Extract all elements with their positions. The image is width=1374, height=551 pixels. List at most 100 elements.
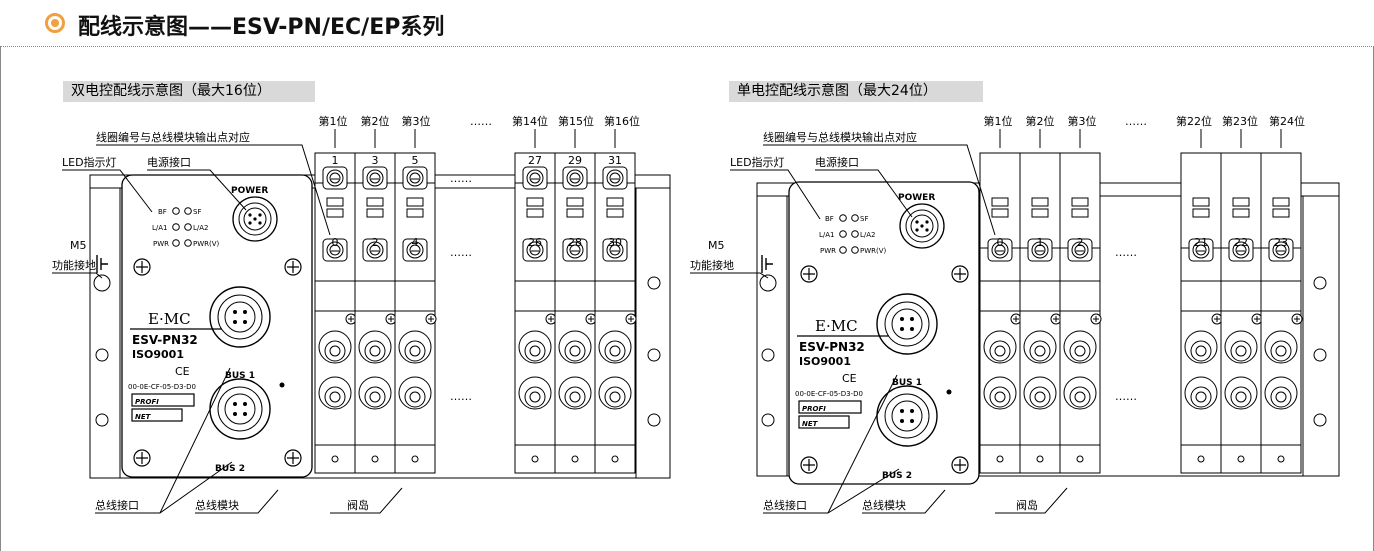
page-header: 配线示意图——ESV-PN/EC/EP系列: [0, 0, 1374, 47]
right-num-23: 22: [1234, 236, 1248, 249]
right-valve-2: [1019, 152, 1062, 474]
header-divider: [0, 46, 1374, 47]
right-power-label: POWER: [898, 193, 935, 203]
left-ellipsis-1: ……: [450, 172, 472, 185]
left-ellipsis-3: ……: [450, 390, 472, 403]
right-valve-island-leader: [995, 487, 1068, 514]
left-bracket: [89, 187, 121, 479]
right-pos-arrows: [999, 129, 1282, 148]
left-ce: CE: [175, 365, 190, 378]
left-net: NET: [135, 413, 152, 421]
left-end-plate: [635, 187, 671, 479]
left-ground-leader: [52, 272, 103, 279]
right-bracket: [756, 195, 788, 477]
left-iso: ISO9001: [132, 348, 184, 361]
left-bottom-num-1: 0: [332, 236, 339, 249]
right-ellipsis-top: ……: [1125, 115, 1147, 128]
left-led-pwr: PWR: [153, 240, 169, 248]
right-pos-1: 第1位: [984, 114, 1013, 128]
left-bus-module-leader: [195, 489, 279, 514]
right-net: NET: [802, 420, 819, 428]
left-bus-port-callout: 总线接口: [95, 498, 139, 512]
right-led-bf: BF: [825, 215, 834, 223]
left-section-label: 双电控配线示意图（最大16位）: [63, 81, 315, 102]
right-led-leader: [730, 169, 821, 220]
left-valve-16: [594, 152, 637, 474]
right-led-callout: LED指示灯: [730, 155, 785, 169]
left-led-bf: BF: [158, 208, 167, 216]
left-coil-leader: [96, 144, 331, 236]
right-valve-22: [1180, 152, 1223, 474]
left-ground-symbol-icon: [96, 255, 108, 273]
right-valve-island-callout: 阀岛: [1016, 498, 1038, 512]
left-model: ESV-PN32: [132, 333, 198, 347]
right-valve-3: [1059, 152, 1102, 474]
right-coil-leader: [763, 144, 996, 236]
right-brand: E·MC: [815, 317, 858, 335]
left-pos-1: 第1位: [319, 114, 348, 128]
left-ground: 功能接地: [52, 258, 96, 272]
left-valve-island-leader: [330, 487, 403, 514]
left-led-la2: L/A2: [193, 224, 209, 232]
left-bus-module-callout: 总线模块: [195, 498, 239, 512]
right-coil-mapping: 线圈编号与总线模块输出点对应: [763, 130, 917, 144]
right-bus1: BUS 1: [892, 378, 922, 388]
left-pos-arrows: [334, 129, 616, 148]
right-valve-23: [1220, 152, 1263, 474]
right-section-label: 单电控配线示意图（最大24位）: [729, 81, 983, 102]
left-top-num-2: 3: [372, 154, 379, 167]
right-mac: 00-0E-CF-05-D3-D0: [795, 390, 863, 398]
left-led-la1: L/A1: [152, 224, 168, 232]
right-model: ESV-PN32: [799, 340, 865, 354]
right-iso: ISO9001: [799, 355, 851, 368]
left-bottom-num-16: 30: [608, 236, 622, 249]
left-bottom-num-3: 4: [412, 236, 419, 249]
right-bus-module-callout: 总线模块: [862, 498, 906, 512]
left-top-num-14: 27: [528, 154, 542, 167]
left-valve-14: [514, 152, 557, 474]
left-led-pwrv: PWR(V): [193, 240, 220, 248]
right-power-leader: [815, 169, 913, 218]
left-led-leader: [62, 169, 153, 213]
left-power-leader: [147, 169, 247, 211]
right-pos-23: 第23位: [1222, 114, 1258, 128]
left-pos-16: 第16位: [604, 114, 640, 128]
right-ground-symbol-icon: [761, 255, 773, 273]
right-pos-24: 第24位: [1269, 114, 1305, 128]
right-ellipsis-1: ……: [1115, 246, 1137, 259]
left-top-num-16: 31: [608, 154, 622, 167]
left-ellipsis-2: ……: [450, 246, 472, 259]
left-led-sf: SF: [193, 208, 201, 216]
left-profi: PROFI: [135, 398, 159, 406]
right-led-la1: L/A1: [819, 231, 835, 239]
right-num-3: 2: [1077, 236, 1084, 249]
left-valve-3: [394, 152, 437, 474]
left-bus1: BUS 1: [225, 371, 255, 381]
left-top-num-15: 29: [568, 154, 582, 167]
right-pos-22: 第22位: [1176, 114, 1212, 128]
left-bottom-num-2: 2: [372, 236, 379, 249]
left-valve-1: [314, 152, 357, 474]
left-mac: 00-0E-CF-05-D3-D0: [128, 383, 196, 391]
right-num-2: 1: [1037, 236, 1044, 249]
right-power-callout: 电源接口: [815, 155, 859, 169]
left-m5: M5: [70, 239, 87, 252]
left-valve-island-callout: 阀岛: [347, 498, 369, 512]
left-bottom-num-14: 26: [528, 236, 542, 249]
left-pos-3: 第3位: [402, 114, 431, 128]
left-power-callout: 电源接口: [147, 155, 191, 169]
right-ground-hole: [759, 274, 777, 292]
right-bus-port-leader: [763, 374, 900, 514]
right-pos-3: 第3位: [1068, 114, 1097, 128]
frame-border-left: [0, 46, 1, 551]
right-diagram: POWER BF SF L/A1 L/A2 PWR PWR(V) E·MC ES…: [690, 114, 1340, 514]
left-pos-14: 第14位: [512, 114, 548, 128]
left-led-callout: LED指示灯: [62, 155, 117, 169]
right-num-24: 23: [1274, 236, 1288, 249]
right-bus-module-leader: [862, 489, 946, 514]
left-diagram: POWER BF SF L/A1 L/A2 PWR PWR(V) E·MC ES…: [52, 114, 671, 514]
left-bottom-num-15: 28: [568, 236, 582, 249]
right-ground: 功能接地: [690, 258, 734, 272]
page-title: 配线示意图——ESV-PN/EC/EP系列: [78, 15, 445, 40]
